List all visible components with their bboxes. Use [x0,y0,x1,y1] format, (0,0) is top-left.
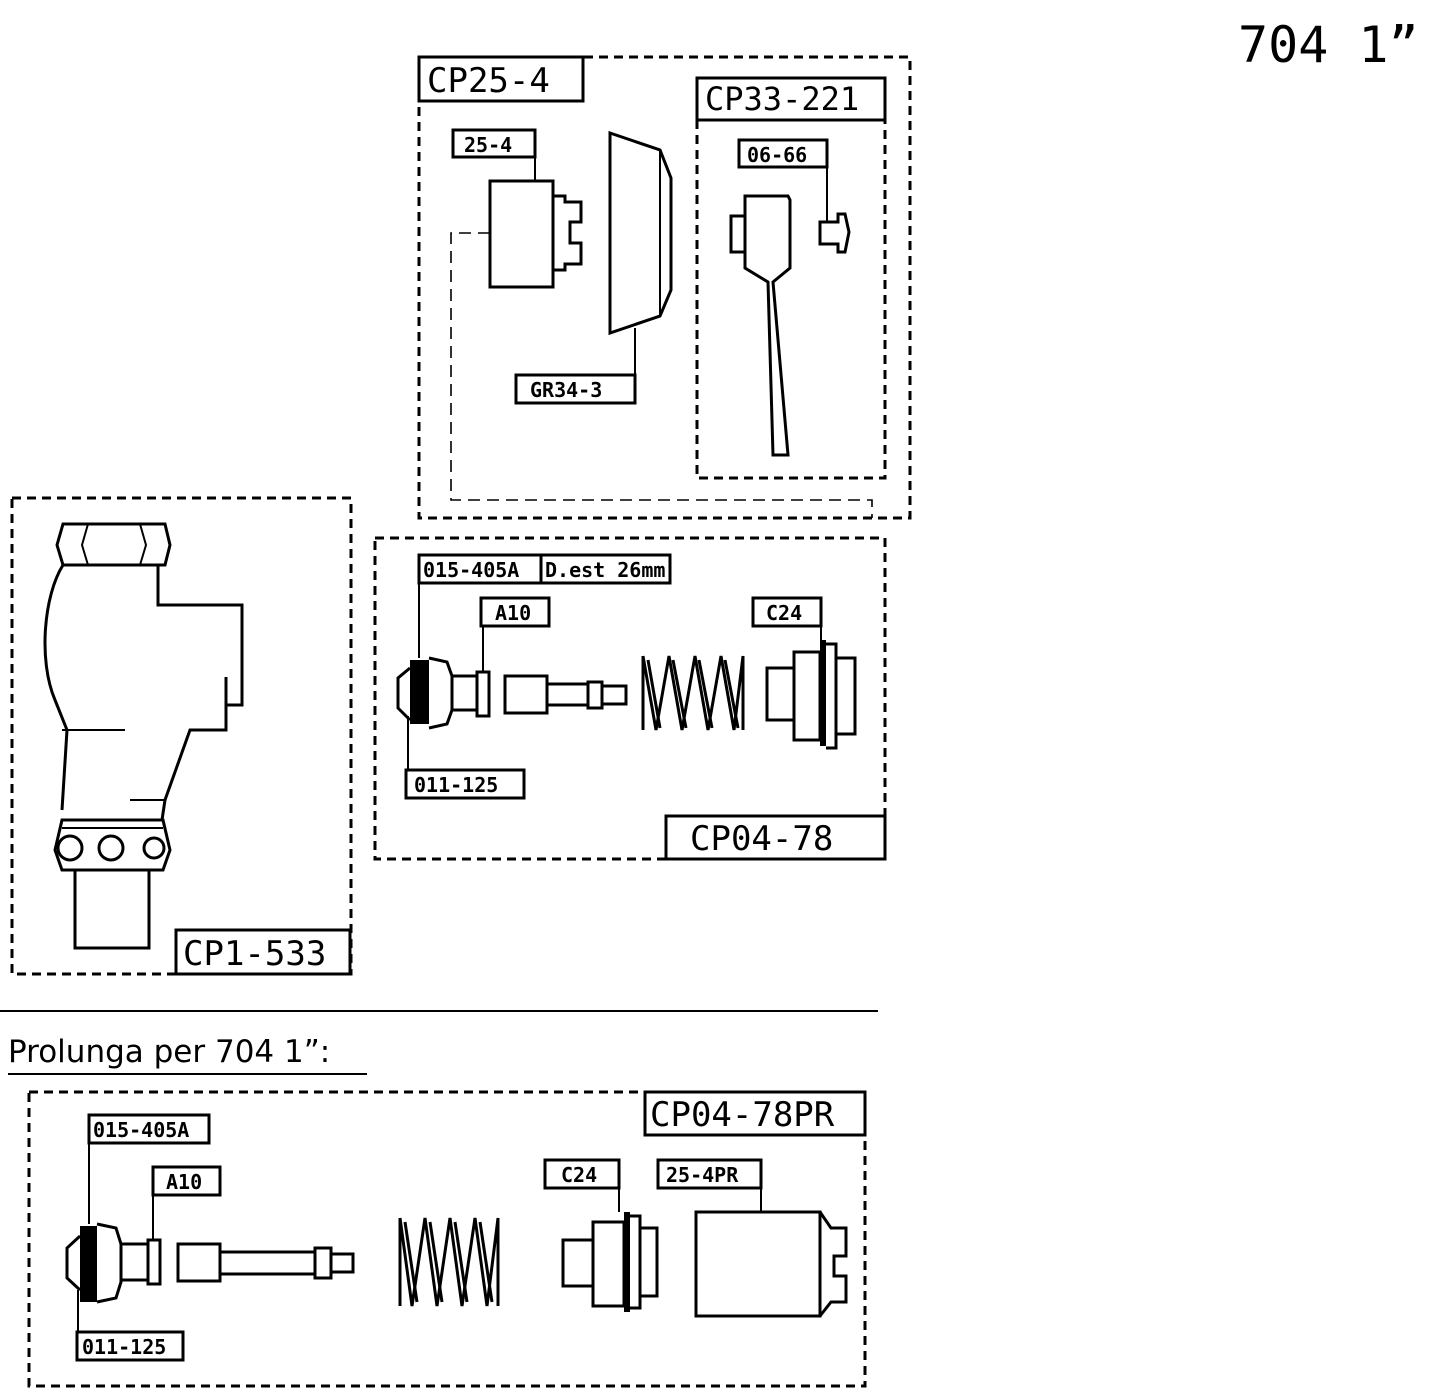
group-cp33-221: CP33-221 06-66 [695,76,887,480]
label-dest: D.est 26mm [545,558,665,582]
group-cp04-78-frame [373,536,887,861]
cap-25-4pr [694,1210,848,1318]
group-cp04-78-tag [664,814,887,861]
group-cp33-221-frame [695,76,887,480]
group-cp04-78pr-label: CP04-78PR [650,1095,835,1135]
group-cp04-78pr-frame [27,1090,867,1388]
cap-25-4: 25-4 [451,128,583,289]
page-title: 704 1” [1238,16,1419,74]
group-cp33-221-tag [695,76,887,122]
group-cp33-221-label: CP33-221 [705,80,859,118]
label-015-405a: 015-405A [423,558,519,582]
connector-line [450,232,873,518]
label-a10: A10 [495,601,531,625]
group-cp1-533-label: CP1-533 [183,934,326,974]
section-title: Prolunga per 704 1”: [8,1034,330,1070]
screw-06-66 [818,212,851,254]
group-cp04-78pr: CP04-78PR 015-405A A10 C24 25-4PR 011-12… [27,1090,867,1388]
group-cp25-4-tag [417,55,585,103]
label-gr34-3: GR34-3 [530,378,602,402]
bonnet-c24 [765,640,857,750]
group-cp25-4: CP25-4 25-4 GR34-3 CP33-221 [417,55,912,520]
group-cp1-533-tag [174,928,352,976]
group-cp1-533: CP1-533 [10,496,353,976]
label-06-66: 06-66 [747,143,807,167]
cover-gr34-3: GR34-3 [514,130,673,405]
label-25-4pr: 25-4PR [666,1163,739,1187]
label-25-4: 25-4 [464,133,512,157]
group-cp04-78-label: CP04-78 [690,819,833,859]
group-cp04-78: CP04-78 015-405A D.est 26mm A10 C24 011-… [373,536,887,861]
label-c24: C24 [766,601,802,625]
label-c24-pr: C24 [561,1163,597,1187]
label-011-125-pr: 011-125 [82,1335,166,1359]
label-015-405a-pr: 015-405A [93,1118,189,1142]
group-cp1-533-frame [10,496,353,976]
group-cp04-78pr-tag [643,1090,867,1137]
group-cp25-4-frame [417,55,912,520]
bonnet-c24-pr [561,1212,659,1312]
label-a10-pr: A10 [166,1170,202,1194]
lever-handle [743,194,792,457]
group-cp25-4-label: CP25-4 [427,61,550,101]
label-011-125: 011-125 [414,773,498,797]
